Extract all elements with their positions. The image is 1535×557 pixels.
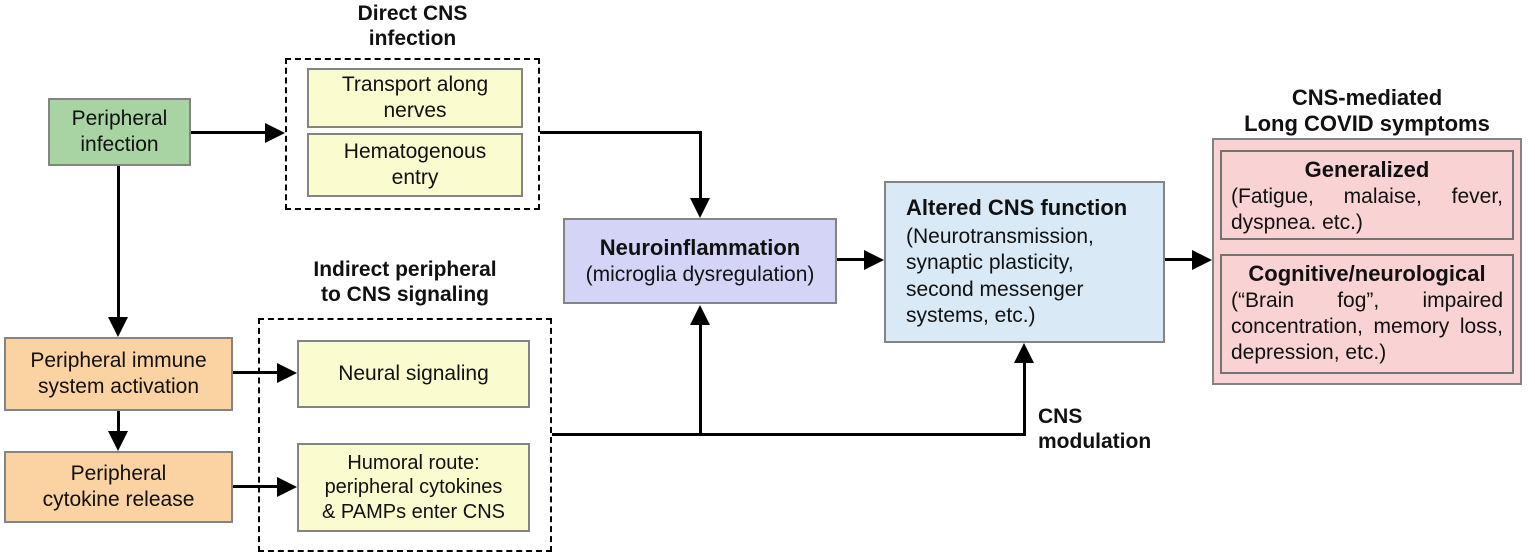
node-altered-cns-function: Altered CNS function (Neurotransmission,… (884, 181, 1165, 343)
header-indirect-peripheral-to-cns-signaling: Indirect peripheral to CNS signaling (313, 258, 497, 306)
connector-direct-to-neuro-vline (699, 131, 702, 198)
arrowhead-immune-to-neural (277, 363, 297, 383)
generalized-body: (Fatigue, malaise, fever, dyspnea. etc.) (1231, 184, 1503, 234)
connector-cytokine-to-humoral-line (233, 485, 277, 488)
node-hematogenous-entry: Hematogenous entry (307, 133, 523, 197)
group-direct-cns-infection (285, 58, 540, 210)
arrowhead-immune-to-cytokine (108, 431, 128, 451)
arrowhead-indirect-to-neuro (690, 305, 710, 325)
header-cns-mediated-long-covid-symptoms: CNS-mediated Long COVID symptoms (1244, 85, 1490, 136)
connector-infection-to-immune-line (117, 166, 120, 317)
connector-indirect-to-neuro-vline (699, 323, 702, 433)
neuroinflammation-subtitle: (microglia dysregulation) (585, 262, 815, 286)
header-direct-cns-infection: Direct CNS infection (357, 2, 468, 50)
arrowhead-modulation-to-altered (1014, 343, 1034, 363)
connector-infection-to-direct-line (191, 131, 265, 134)
neuroinflammation-title: Neuroinflammation (599, 235, 801, 261)
connector-immune-to-cytokine-line (117, 411, 120, 431)
node-peripheral-cytokine-release: Peripheral cytokine release (4, 451, 233, 523)
altered-cns-body: (Neurotransmission, synaptic plasticity,… (906, 224, 1094, 328)
arrowhead-direct-to-neuro (690, 198, 710, 218)
cognitive-title: Cognitive/neurological (1248, 261, 1486, 286)
arrowhead-neuro-to-altered (864, 250, 884, 270)
arrowhead-cytokine-to-humoral (277, 477, 297, 497)
altered-cns-title: Altered CNS function (906, 195, 1128, 221)
connector-indirect-route-hline (552, 433, 1026, 436)
node-cognitive-neurological-symptoms: Cognitive/neurological (“Brain fog”, imp… (1220, 254, 1514, 374)
node-peripheral-immune-system-activation: Peripheral immune system activation (4, 337, 233, 411)
arrowhead-infection-to-immune (108, 317, 128, 337)
label-cns-modulation: CNS modulation (1038, 405, 1152, 453)
connector-immune-to-neural-line (233, 371, 277, 374)
connector-direct-to-neuro-hline (540, 131, 702, 134)
connector-neuro-to-altered-line (837, 258, 864, 261)
connector-modulation-to-altered-vline (1023, 361, 1026, 433)
arrowhead-infection-to-direct (265, 123, 285, 143)
node-transport-along-nerves: Transport along nerves (307, 68, 523, 128)
node-generalized-symptoms: Generalized (Fatigue, malaise, fever, dy… (1220, 150, 1514, 240)
cognitive-body: (“Brain fog”, impaired concentration, me… (1231, 288, 1503, 365)
node-neural-signaling: Neural signaling (297, 340, 530, 408)
arrowhead-altered-to-symptoms (1192, 250, 1212, 270)
group-indirect-peripheral-signaling (258, 318, 552, 552)
connector-altered-to-symptoms-line (1165, 258, 1192, 261)
node-neuroinflammation: Neuroinflammation (microglia dysregulati… (563, 218, 837, 304)
node-peripheral-infection: Peripheral infection (48, 98, 191, 166)
generalized-title: Generalized (1304, 157, 1430, 182)
node-humoral-route: Humoral route: peripheral cytokines & PA… (297, 443, 530, 532)
